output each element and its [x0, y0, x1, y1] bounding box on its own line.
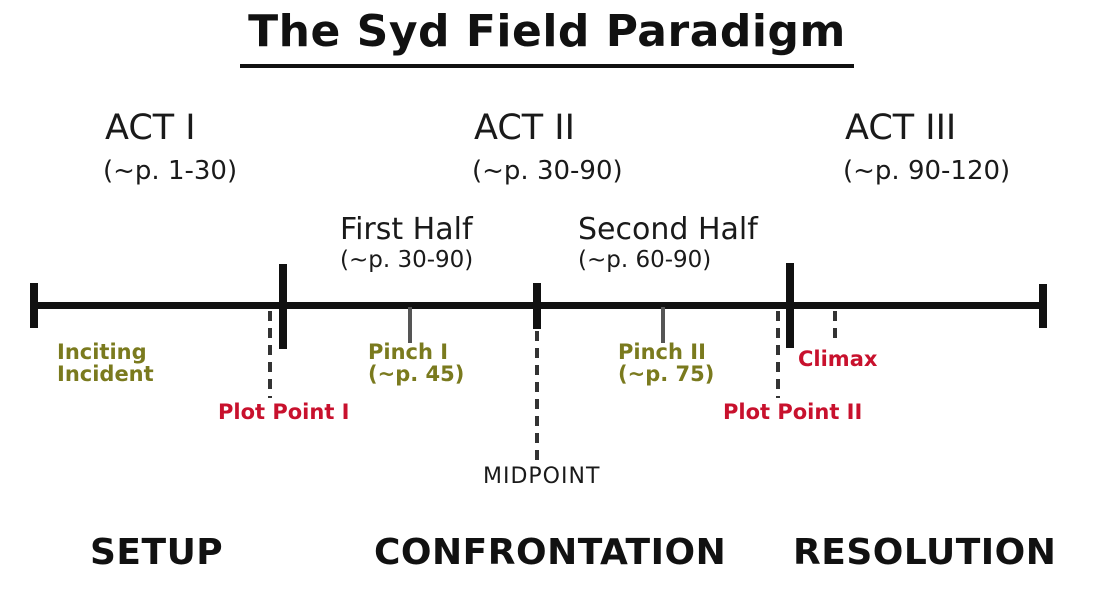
stage-setup: SETUP — [90, 532, 224, 573]
plot-point-1-tick — [279, 264, 287, 349]
inciting-incident-line-1: Inciting — [57, 340, 147, 364]
act-2-header: ACT II (~p. 30-90) — [472, 109, 623, 185]
pinch-2-line — [661, 307, 665, 343]
stage-confrontation: CONFRONTATION — [374, 532, 727, 573]
pinch-2-line-1: Pinch II — [618, 340, 706, 364]
inciting-incident-line-2: Incident — [57, 362, 154, 386]
inciting-incident-label: Inciting Incident — [57, 341, 154, 385]
pinch-2-label: Pinch II (~p. 75) — [618, 341, 714, 385]
second-half-header: Second Half (~p. 60-90) — [578, 214, 758, 272]
plot-point-2-label: Plot Point II — [723, 400, 863, 424]
pinch-1-label: Pinch I (~p. 45) — [368, 341, 464, 385]
second-half-pages: (~p. 60-90) — [578, 246, 712, 273]
plot-point-2-tick — [786, 263, 794, 348]
second-half-name: Second Half — [578, 212, 758, 247]
act-2-pages: (~p. 30-90) — [472, 155, 623, 186]
pinch-1-line-1: Pinch I — [368, 340, 449, 364]
plot-point-1-dash — [268, 311, 272, 398]
plot-point-1-label: Plot Point I — [218, 400, 350, 424]
first-half-pages: (~p. 30-90) — [340, 246, 474, 273]
title-wrap: The Syd Field Paradigm — [0, 6, 1094, 68]
climax-label: Climax — [798, 347, 878, 371]
midpoint-tick — [533, 283, 541, 329]
act-1-header: ACT I (~p. 1-30) — [103, 109, 237, 185]
act-3-name: ACT III — [845, 108, 957, 148]
act-1-pages: (~p. 1-30) — [103, 155, 238, 186]
stage-resolution: RESOLUTION — [793, 532, 1057, 573]
act-3-pages: (~p. 90-120) — [843, 155, 1011, 186]
climax-dash — [833, 311, 837, 345]
midpoint-label: MIDPOINT — [483, 464, 601, 489]
pinch-2-line-2: (~p. 75) — [618, 362, 715, 386]
act-3-header: ACT III (~p. 90-120) — [843, 109, 1010, 185]
timeline-end-tick — [1039, 284, 1047, 328]
first-half-header: First Half (~p. 30-90) — [340, 214, 473, 272]
pinch-1-line — [408, 307, 412, 343]
timeline-start-tick — [30, 283, 38, 328]
midpoint-dash — [535, 331, 539, 463]
act-1-name: ACT I — [105, 108, 196, 148]
pinch-1-line-2: (~p. 45) — [368, 362, 465, 386]
plot-point-2-dash — [776, 311, 780, 398]
act-2-name: ACT II — [474, 108, 575, 148]
page-title: The Syd Field Paradigm — [240, 6, 854, 68]
first-half-name: First Half — [340, 212, 473, 247]
